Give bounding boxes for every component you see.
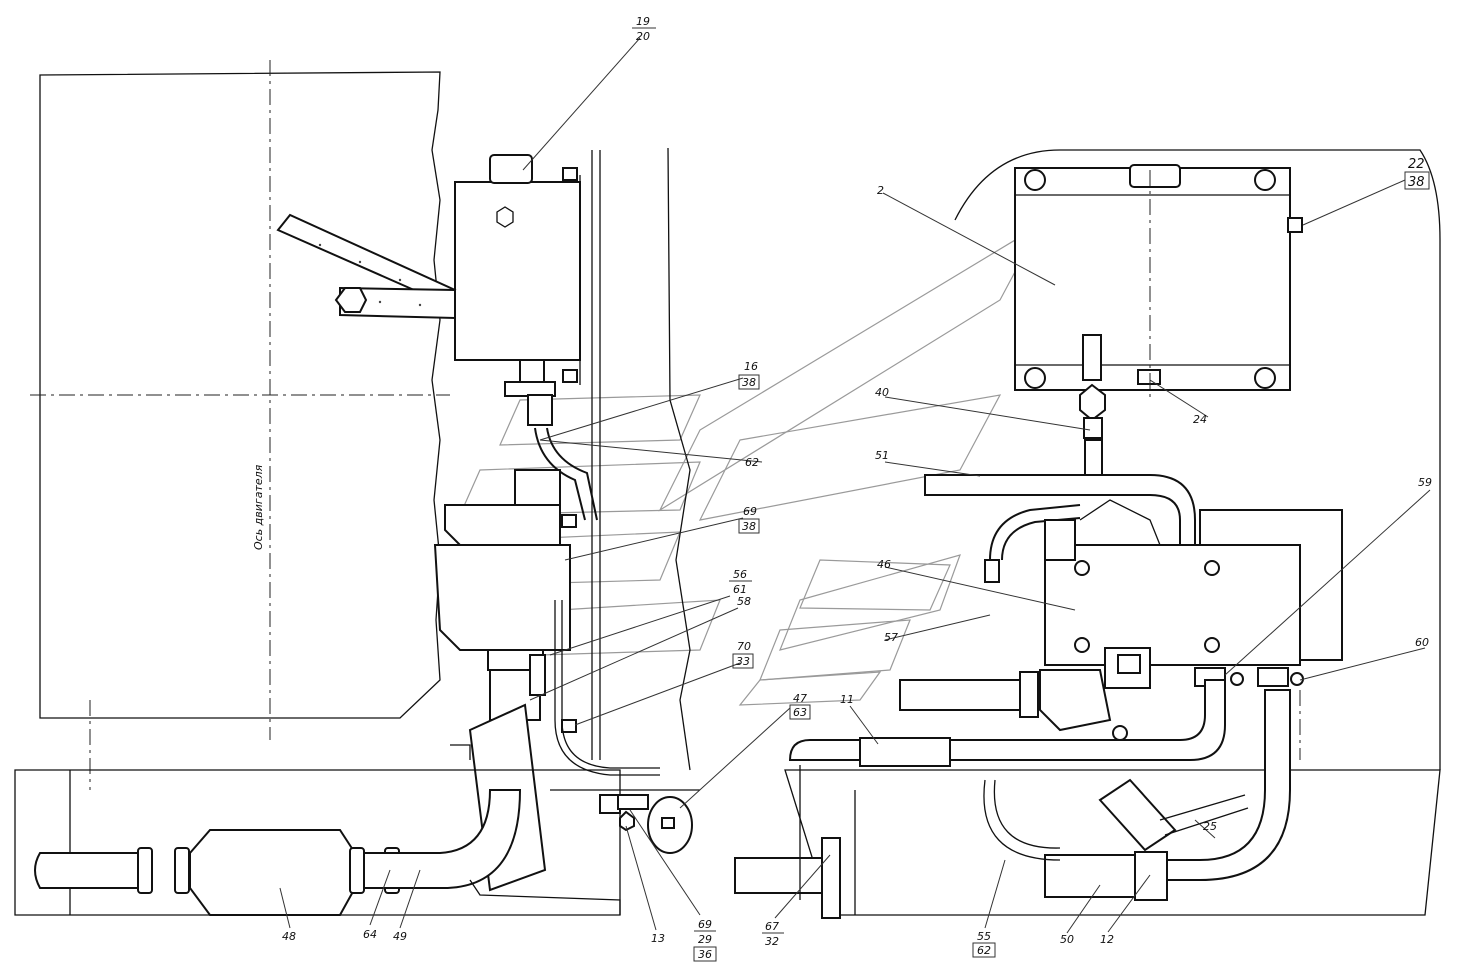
right-tank [954,149,1441,770]
svg-text:47: 47 [793,692,807,705]
bracket-13 [550,789,700,854]
svg-text:46: 46 [877,558,891,571]
svg-text:24: 24 [1193,413,1207,426]
callout-69-29-36: 69 29 36 [693,918,717,962]
svg-text:13: 13 [651,932,665,945]
callout-62: 62 [745,456,759,469]
callout-2: 2 [877,184,884,197]
svg-text:25: 25 [1203,820,1217,833]
svg-text:70: 70 [737,640,751,653]
right-exhaust [734,679,1441,919]
callout-57: 57 [884,631,898,644]
callout-55-62: 55 62 [972,930,996,958]
svg-text:2: 2 [877,184,884,197]
left-fuel-line [504,147,691,771]
svg-text:69: 69 [698,918,712,931]
engine-outline [30,60,450,790]
callout-51: 51 [875,449,889,462]
svg-text:49: 49 [393,930,407,943]
callout-19-20: 19 20 [632,15,656,43]
callout-70-33: 70 33 [732,640,754,669]
callout-60: 60 [1415,636,1429,649]
callout-46: 46 [877,558,891,571]
svg-text:62: 62 [977,944,991,957]
callout-22-38: 22 38 [1404,157,1430,190]
svg-text:36: 36 [698,948,712,961]
callout-50: 50 [1060,933,1074,946]
svg-text:61: 61 [733,583,747,596]
svg-text:51: 51 [875,449,889,462]
callout-67-32: 67 32 [762,920,784,948]
callout-59: 59 [1418,476,1432,489]
callout-16-38: 16 38 [738,360,760,390]
dimension-25: 25 [1194,819,1217,839]
svg-text:32: 32 [765,935,779,948]
svg-text:50: 50 [1060,933,1074,946]
svg-text:60: 60 [1415,636,1429,649]
svg-text:12: 12 [1100,933,1114,946]
callout-58: 58 [737,595,751,608]
callout-11: 11 [840,693,854,706]
callout-40: 40 [875,386,889,399]
exhaust-muffler [14,744,621,916]
svg-text:67: 67 [765,920,779,933]
svg-text:56: 56 [733,568,747,581]
svg-text:33: 33 [736,655,750,668]
svg-text:58: 58 [737,595,751,608]
svg-text:64: 64 [363,928,377,941]
svg-text:29: 29 [698,933,712,946]
svg-text:38: 38 [742,376,756,389]
svg-text:22: 22 [1408,157,1425,172]
callout-69-38: 69 38 [738,505,760,534]
watermark-logo [459,223,1042,706]
svg-text:16: 16 [744,360,758,373]
svg-text:11: 11 [840,693,854,706]
svg-text:55: 55 [977,930,991,943]
svg-text:57: 57 [884,631,898,644]
left-tank [454,154,581,385]
svg-text:38: 38 [1408,175,1425,190]
callout-12: 12 [1100,933,1114,946]
svg-text:59: 59 [1418,476,1432,489]
svg-text:40: 40 [875,386,889,399]
callout-47-63: 47 63 [789,692,811,720]
callout-13: 13 [651,932,665,945]
svg-text:20: 20 [636,30,650,43]
right-heater [899,499,1343,741]
leader-lines [279,37,1431,934]
svg-text:48: 48 [282,930,296,943]
callout-64: 64 [363,928,377,941]
svg-text:19: 19 [636,15,650,28]
right-fuel-line [924,439,1196,583]
svg-text:63: 63 [793,706,807,719]
engine-axis-label: Ось двигателя [252,464,265,550]
callout-48: 48 [282,930,296,943]
svg-text:69: 69 [743,505,757,518]
svg-text:38: 38 [742,520,756,533]
callout-49: 49 [393,930,407,943]
filler-pipe [276,213,457,320]
callout-24: 24 [1193,413,1207,426]
callout-56-61: 56 61 [729,568,752,596]
svg-text:62: 62 [745,456,759,469]
